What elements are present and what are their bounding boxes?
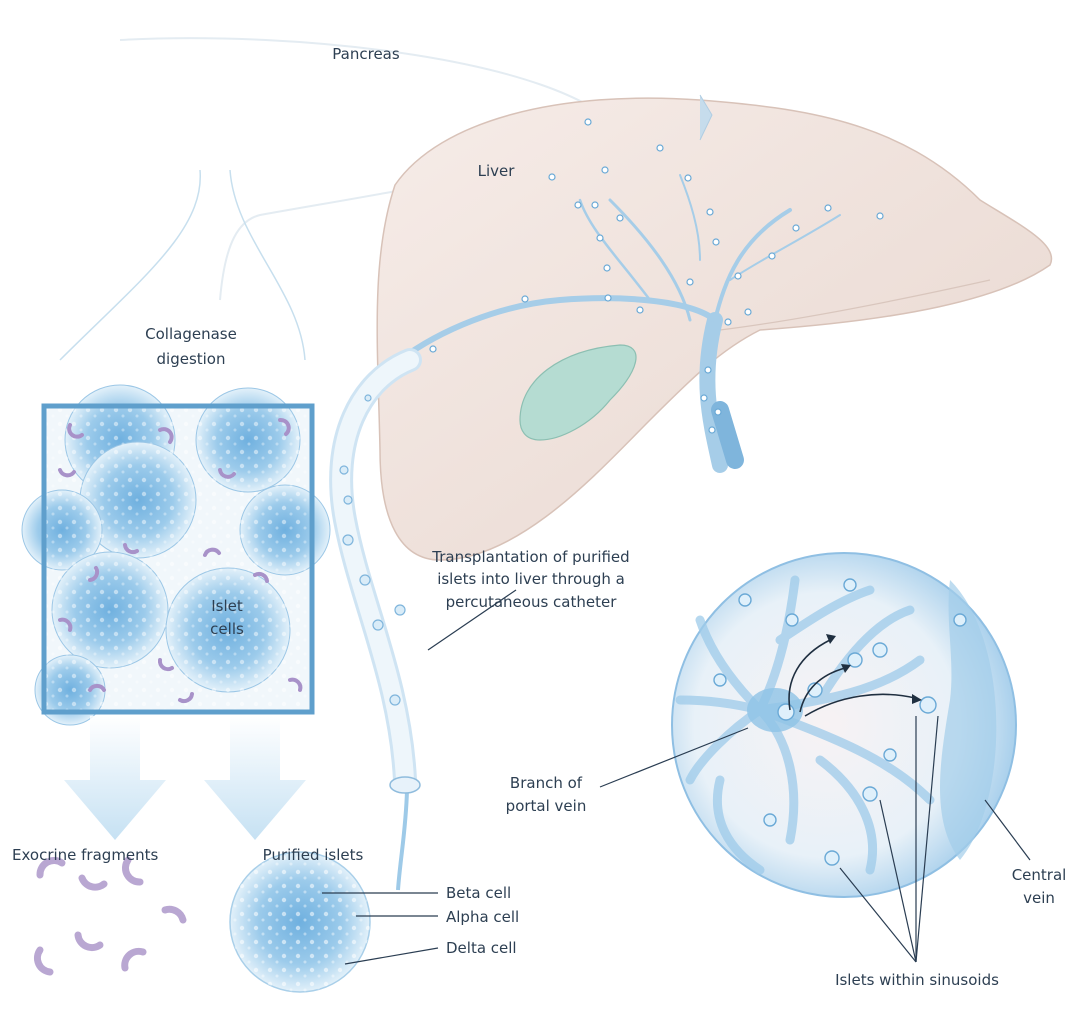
down-arrow-left: [64, 716, 166, 840]
transplant-label-2: islets into liver through a: [437, 570, 625, 588]
collagenase-label-2: digestion: [157, 350, 226, 368]
exocrine-fragments: [37, 860, 183, 972]
sinusoids-label: Islets within sinusoids: [835, 971, 999, 989]
beta-cell-label: Beta cell: [446, 884, 511, 902]
transplant-label-3: percutaneous catheter: [446, 593, 618, 611]
pancreas-label: Pancreas: [332, 45, 400, 63]
central-vein-label-2: vein: [1023, 889, 1055, 907]
transplant-label-1: Transplantation of purified: [431, 548, 629, 566]
purified-islets-label: Purified islets: [263, 846, 364, 864]
exocrine-label: Exocrine fragments: [12, 846, 159, 864]
central-vein-label-1: Central: [1012, 866, 1067, 884]
down-arrow-right: [204, 716, 306, 840]
funnel-right: [230, 170, 305, 360]
alpha-cell-label: Alpha cell: [446, 908, 519, 926]
portal-vein-label-2: portal vein: [506, 797, 587, 815]
central-vein-leader: [985, 800, 1030, 860]
islet-cells-label-2: cells: [210, 620, 244, 638]
liver-label: Liver: [478, 162, 516, 180]
delta-cell-label: Delta cell: [446, 939, 517, 957]
collagenase-label-1: Collagenase: [145, 325, 237, 343]
portal-vein-label-1: Branch of: [510, 774, 583, 792]
islet-cells-label-1: Islet: [211, 597, 243, 615]
purified-islet: [230, 852, 370, 992]
sinusoid-magnified-circle: [672, 553, 1016, 897]
digestion-box: [22, 385, 330, 725]
